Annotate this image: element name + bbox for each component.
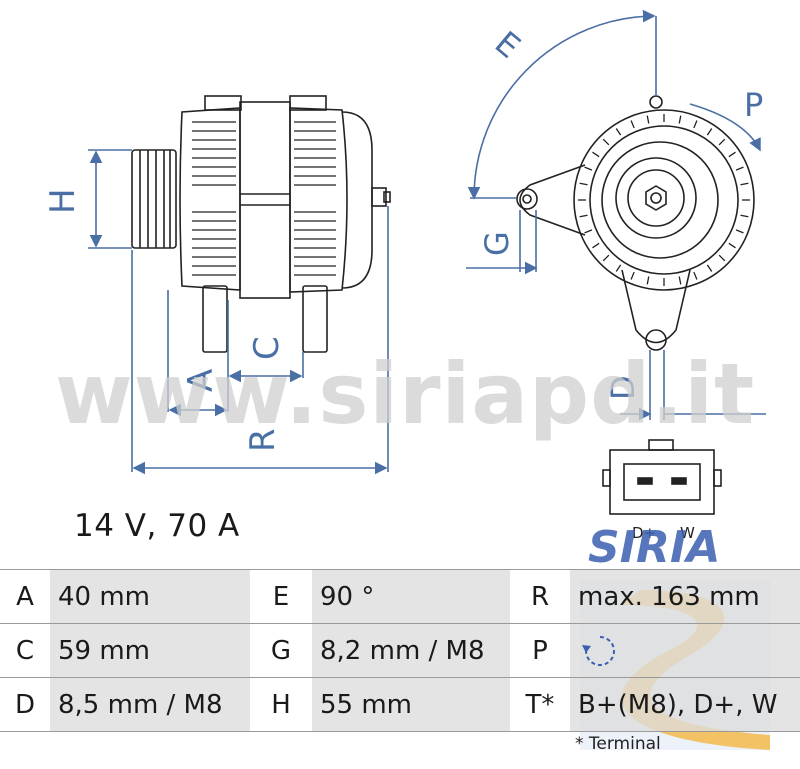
spec-value: 8,5 mm / M8 [50, 677, 250, 732]
mount-foot-rear [302, 285, 328, 353]
spec-value: 40 mm [50, 569, 250, 624]
shaft-nut [645, 185, 667, 211]
end-housing-outer [573, 109, 755, 291]
dim-label-g: G [478, 231, 516, 256]
spec-value: 90 ° [312, 569, 510, 624]
dim-label-p: P [744, 86, 763, 124]
spec-key: A [0, 569, 50, 624]
table-row: C 59 mm G 8,2 mm / M8 P [0, 623, 800, 678]
dim-label-d: D [604, 375, 642, 400]
rotation-p-arrow [689, 103, 761, 152]
spec-value: 55 mm [312, 677, 510, 732]
angle-e-arc [467, 9, 656, 200]
spec-key: G [250, 623, 312, 678]
dim-label-e: E [488, 24, 528, 66]
dim-label-h: H [43, 188, 83, 214]
spec-value: B+(M8), D+, W [570, 677, 800, 732]
alternator-side-view [131, 95, 391, 353]
dim-label-a: A [181, 369, 221, 392]
connector-pin-dplus: D+ [632, 524, 656, 542]
spec-key: P [510, 623, 570, 678]
rear-housing [289, 107, 348, 293]
dim-label-r: R [243, 428, 283, 452]
dimension-lines-end [466, 9, 766, 421]
spec-value: 8,2 mm / M8 [312, 623, 510, 678]
left-mount-ear [519, 164, 586, 236]
spec-key: C [0, 623, 50, 678]
watermark: www.siriapd.it [55, 345, 756, 443]
spec-key: T* [510, 677, 570, 732]
logo-text: SIRIA [588, 522, 720, 573]
dim-label-c: C [247, 336, 287, 360]
spec-title: 14 V, 70 A [74, 508, 240, 544]
connector-pin-w: W [680, 524, 695, 542]
spec-key: R [510, 569, 570, 624]
connector-plug [602, 439, 722, 515]
spec-value: 59 mm [50, 623, 250, 678]
mount-foot-front [202, 285, 228, 353]
bottom-mount-ear [621, 269, 691, 344]
spec-value: max. 163 mm [570, 569, 800, 624]
spec-key: D [0, 677, 50, 732]
table-row: D 8,5 mm / M8 H 55 mm T* B+(M8), D+, W [0, 677, 800, 732]
dimension-lines-side [88, 149, 389, 475]
footnote: * Terminal [575, 734, 661, 754]
spec-key: E [250, 569, 312, 624]
alternator-end-view [516, 95, 755, 351]
front-housing [179, 107, 241, 291]
pulley [131, 149, 177, 249]
table-row: A 40 mm E 90 ° R max. 163 mm [0, 569, 800, 624]
spec-key: H [250, 677, 312, 732]
rotation-direction-icon [582, 635, 615, 666]
rotation-direction-cell [570, 623, 800, 678]
spec-table: A 40 mm E 90 ° R max. 163 mm C 59 mm G 8… [0, 569, 800, 732]
